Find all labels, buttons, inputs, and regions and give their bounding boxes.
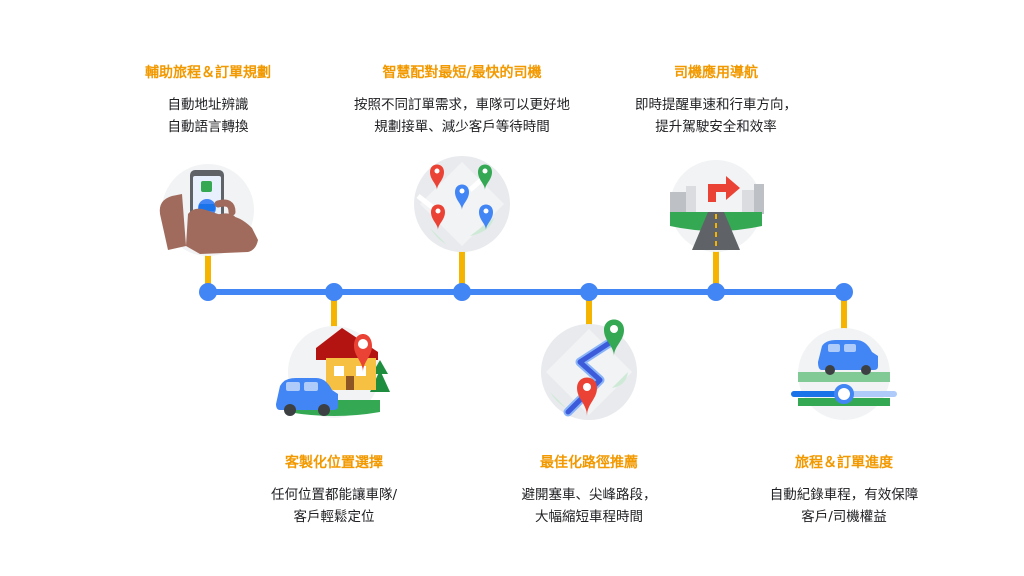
step-6-title: 旅程＆訂單進度 [795,455,893,471]
step-1: 輔助旅程＆訂單規劃 自動地址辨識 自動語言轉換 [58,64,358,138]
step-5-desc-line-2: 提升駕駛安全和效率 [655,119,777,135]
timeline-node-6 [835,283,853,301]
step-2-desc-line-1: 任何位置都能讓車隊/ [270,487,398,503]
step-1-desc-line-2: 自動語言轉換 [167,119,249,135]
step-3-desc-line-1: 按照不同訂單需求，車隊可以更好地 [354,97,570,113]
timeline-node-3 [453,283,471,301]
car-progress-icon [791,328,897,420]
timeline-node-2 [325,283,343,301]
step-5-desc: 即時提醒車速和行車方向， 提升駕駛安全和效率 [566,94,866,138]
step-4-desc-line-1: 避開塞車、尖峰路段， [521,487,657,503]
step-1-desc-line-1: 自動地址辨識 [167,97,249,113]
step-4-desc-line-2: 大幅縮短車程時間 [535,509,643,525]
timeline-node-4 [580,283,598,301]
step-2: 客製化位置選擇 任何位置都能讓車隊/ 客戶輕鬆定位 [184,454,484,528]
blue-pin-2 [479,204,493,230]
red-pin-1 [430,164,444,190]
timeline-nodes [199,283,853,301]
red-pin-2 [431,204,445,230]
step-5-title: 司機應用導航 [674,65,758,81]
step-3: 智慧配對最短/最快的司機 按照不同訂單需求，車隊可以更好地 規劃接單、減少客戶等… [312,64,612,138]
step-6-desc-line-1: 自動紀錄車程，有效保障 [769,487,919,503]
step-5-desc-line-1: 即時提醒車速和行車方向， [635,97,797,113]
step-2-desc-line-2: 客戶輕鬆定位 [293,509,375,525]
step-1-title: 輔助旅程＆訂單規劃 [145,65,271,81]
green-pin [478,164,492,190]
step-4-desc: 避開塞車、尖峰路段， 大幅縮短車程時間 [439,484,739,528]
step-6-desc: 自動紀錄車程，有效保障 客戶/司機權益 [694,484,994,528]
step-4-title: 最佳化路徑推薦 [540,455,638,471]
step-1-desc: 自動地址辨識 自動語言轉換 [58,94,358,138]
step-3-title: 智慧配對最短/最快的司機 [382,65,542,81]
blue-pin-1 [455,184,469,210]
road-turn-icon [670,160,764,252]
step-6-desc-line-2: 客戶/司機權益 [801,509,887,525]
timeline-node-1 [199,283,217,301]
step-6: 旅程＆訂單進度 自動紀錄車程，有效保障 客戶/司機權益 [694,454,994,528]
timeline-node-5 [707,283,725,301]
step-5: 司機應用導航 即時提醒車速和行車方向， 提升駕駛安全和效率 [566,64,866,138]
step-2-title: 客製化位置選擇 [285,455,383,471]
step-4: 最佳化路徑推薦 避開塞車、尖峰路段， 大幅縮短車程時間 [439,454,739,528]
map-pins-icon [414,156,510,252]
step-3-desc-line-2: 規劃接單、減少客戶等待時間 [374,119,550,135]
route-icon [541,319,637,420]
step-3-desc: 按照不同訂單需求，車隊可以更好地 規劃接單、減少客戶等待時間 [312,94,612,138]
house-car-pin-icon [276,326,390,418]
step-2-desc: 任何位置都能讓車隊/ 客戶輕鬆定位 [184,484,484,528]
phone-hand-icon [159,164,258,256]
